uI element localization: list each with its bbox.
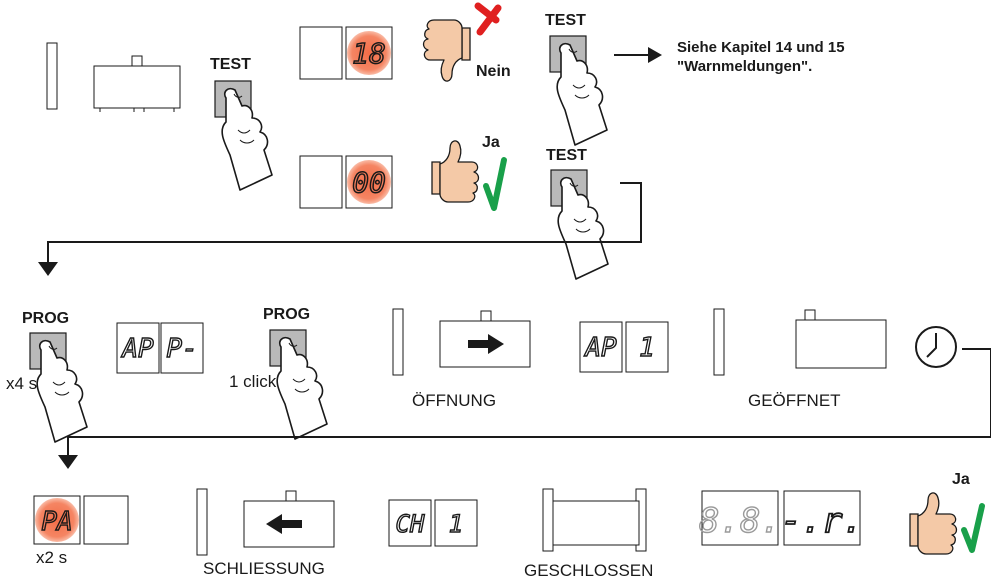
- gate-post: [196, 488, 208, 556]
- prog-label-2: PROG: [263, 306, 311, 323]
- flow-line-2: [67, 348, 991, 457]
- test-label-1: TEST: [210, 56, 251, 73]
- display-ap-right: [160, 322, 204, 374]
- schliessung-label: SCHLIESSUNG: [203, 559, 325, 578]
- display-ap1-left-text: AP: [583, 333, 617, 363]
- display-ch-left: [388, 499, 432, 547]
- display-blank-3: [83, 495, 129, 545]
- gate-closed: [542, 488, 647, 552]
- display-blank-1: [299, 26, 343, 80]
- geschlossen-label: GESCHLOSSEN: [524, 561, 654, 580]
- display-glow: [347, 31, 391, 75]
- display-final-right: [783, 490, 861, 546]
- x4s-label: x4 s: [6, 374, 38, 393]
- display-ok-text: 00: [352, 166, 386, 199]
- display-blank-2: [299, 155, 343, 209]
- gate-unit: [93, 55, 181, 113]
- display-ap-right-text: P-: [166, 334, 197, 364]
- display-ap1-left: [579, 321, 623, 373]
- thumbs-down-icon: [422, 19, 471, 82]
- note-line-1: Siehe Kapitel 14 und 15: [677, 39, 845, 56]
- test-label-3: TEST: [546, 147, 587, 164]
- note-line-2: "Warnmeldungen".: [677, 58, 813, 75]
- display-glow: [35, 498, 79, 542]
- arrow-left-icon: [266, 514, 302, 534]
- one-click-label: 1 click: [229, 372, 277, 391]
- gate-post: [713, 308, 725, 376]
- oeffnung-label: ÖFFNUNG: [412, 391, 497, 410]
- prog-label-1: PROG: [22, 310, 70, 327]
- cross-icon: [474, 2, 502, 36]
- gate-unit: [795, 319, 887, 369]
- clock-icon: [915, 326, 957, 368]
- check-icon: [961, 503, 985, 553]
- display-ch-left-text: CH: [396, 510, 425, 538]
- display-glow: [347, 160, 391, 204]
- display-ap1-right-text: 1: [639, 333, 655, 363]
- display-ch-right-text: 1: [449, 510, 463, 538]
- check-icon: [483, 157, 507, 211]
- display-pa-text: PA: [41, 507, 72, 537]
- gate-post: [392, 308, 404, 376]
- display-err-text: 18: [352, 37, 386, 70]
- display-final-left: [701, 490, 779, 546]
- nein-label: Nein: [476, 63, 511, 80]
- thumbs-up-icon: [909, 492, 958, 555]
- test-label-2: TEST: [545, 12, 586, 29]
- ja-label-2: Ja: [952, 471, 970, 488]
- gate-post: [46, 42, 58, 110]
- flow-line-1: [47, 182, 642, 265]
- display-ap1-right: [625, 321, 669, 373]
- display-ap-left: [116, 322, 160, 374]
- arrow-right-icon: [468, 334, 504, 354]
- display-final-left-text: 8.8.: [699, 501, 781, 541]
- thumbs-up-icon: [431, 140, 480, 203]
- display-ap-left-text: AP: [120, 334, 154, 364]
- geoeffnet-label: GEÖFFNET: [748, 391, 841, 410]
- x2s-label: x2 s: [36, 548, 68, 567]
- display-ch-right: [434, 499, 478, 547]
- display-final-right-text: -.r.: [781, 501, 863, 541]
- ja-label-1: Ja: [482, 134, 500, 151]
